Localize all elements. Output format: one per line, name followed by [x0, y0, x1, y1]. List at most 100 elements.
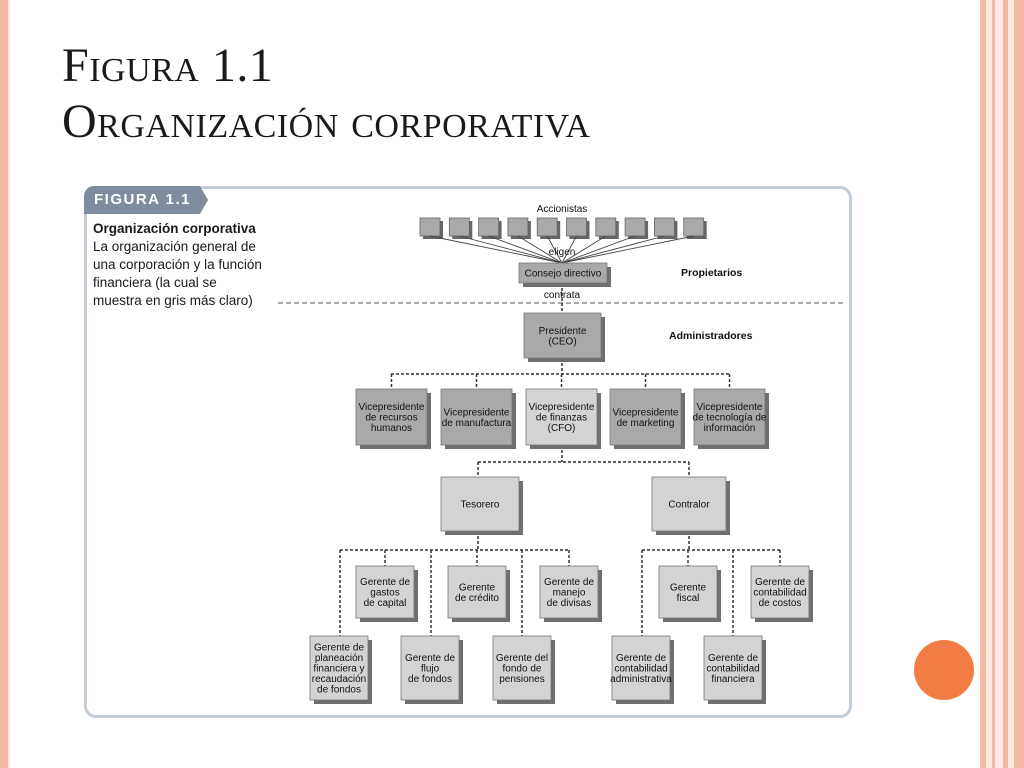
- shareholder-icon: [419, 217, 441, 237]
- shareholder-icon: [536, 217, 558, 237]
- node-label: planeación: [315, 653, 363, 664]
- node-label: humanos: [371, 423, 412, 434]
- connector-line: [561, 235, 636, 264]
- node-ceo: Presidente(CEO): [523, 312, 605, 362]
- label-shareholders: Accionistas: [537, 204, 588, 215]
- node-label: Gerente del: [496, 653, 548, 664]
- node-label: Contralor: [668, 500, 710, 511]
- connector-line: [561, 235, 577, 264]
- node-label: fondo de: [503, 664, 542, 675]
- shareholder-icon: [566, 217, 587, 237]
- node-label: Vicepresidente: [697, 402, 763, 413]
- node-label: Vicepresidente: [529, 402, 595, 413]
- node-label: pensiones: [499, 674, 545, 685]
- node-label: Gerente de: [405, 653, 455, 664]
- connector-line: [546, 235, 563, 264]
- node-label: Presidente: [539, 326, 587, 337]
- connector-line: [561, 235, 694, 264]
- node-label: información: [704, 423, 756, 434]
- org-nodes: Consejo directivoPresidente(CEO)Vicepres…: [309, 262, 813, 704]
- node-label: recaudación: [312, 674, 366, 685]
- shareholder-icon: [654, 217, 675, 237]
- node-label: flujo: [421, 664, 440, 675]
- node-label: Gerente de: [314, 643, 364, 654]
- node-label: Vicepresidente: [613, 407, 679, 418]
- node-label: de costos: [759, 598, 802, 609]
- node-board: Consejo directivo: [518, 262, 611, 287]
- node-label: Gerente de: [360, 577, 410, 588]
- node-label: de finanzas: [536, 413, 587, 424]
- node-label: de divisas: [547, 598, 591, 609]
- caption-body: La organización general de una corporaci…: [93, 239, 262, 308]
- node-label: de fondos: [408, 674, 452, 685]
- label-elect: eligen: [549, 247, 576, 258]
- figure-tab: FIGURA 1.1: [84, 186, 200, 214]
- connector-line: [488, 235, 563, 264]
- left-border-inner-stripe: [8, 0, 10, 768]
- node-label: Gerente: [670, 582, 707, 593]
- connector-line: [517, 235, 563, 264]
- slide-title-line-1: Figura 1.1: [62, 39, 274, 92]
- connector-line: [561, 235, 607, 264]
- node-label: Tesorero: [461, 500, 500, 511]
- node-label: contabilidad: [706, 664, 759, 675]
- node-label: de tecnología de: [693, 413, 767, 424]
- node-label: Vicepresidente: [359, 402, 425, 413]
- node-label: (CFO): [548, 423, 576, 434]
- node-label: de manufactura: [442, 418, 512, 429]
- shareholder-icon: [448, 217, 470, 237]
- node-label: Consejo directivo: [525, 269, 602, 280]
- label-hires: contrata: [544, 290, 581, 301]
- node-label: Gerente de: [708, 653, 758, 664]
- label-managers: Administradores: [669, 330, 753, 342]
- node-label: Gerente: [459, 582, 496, 593]
- slide-title-line-2: Organización corporativa: [62, 95, 591, 148]
- figure-caption: Organización corporativa La organización…: [93, 220, 263, 310]
- node-label: (CEO): [548, 336, 576, 347]
- label-owners: Propietarios: [681, 267, 742, 279]
- node-label: manejo: [553, 588, 586, 599]
- figure-tab-arrow: [200, 186, 208, 214]
- node-label: gastos: [370, 588, 399, 599]
- node-label: de crédito: [455, 593, 499, 604]
- connector-lines: [339, 235, 781, 636]
- connector-line: [561, 235, 665, 264]
- node-label: administrativa: [610, 674, 672, 685]
- slide-title: Figura 1.1 Organización corporativa: [62, 38, 590, 150]
- decorative-orange-circle: [914, 640, 974, 700]
- node-label: de recursos: [365, 413, 417, 424]
- node-label: contabilidad: [753, 588, 806, 599]
- node-treasurer: Tesorero: [440, 476, 523, 535]
- node-label: de fondos: [317, 685, 361, 696]
- node-label: de capital: [364, 598, 407, 609]
- connector-line: [459, 235, 563, 264]
- shareholder-icon: [478, 217, 500, 237]
- node-label: Vicepresidente: [444, 407, 510, 418]
- left-border-stripe: [0, 0, 8, 768]
- shareholders-group: [419, 217, 707, 239]
- node-label: Gerente de: [755, 577, 805, 588]
- node-label: de marketing: [617, 418, 675, 429]
- right-border-stripes: [980, 0, 1024, 768]
- shareholder-icon: [595, 217, 617, 237]
- node-label: fiscal: [677, 593, 700, 604]
- node-label: contabilidad: [614, 664, 667, 675]
- node-label: financiera: [711, 674, 755, 685]
- caption-heading: Organización corporativa: [93, 221, 256, 236]
